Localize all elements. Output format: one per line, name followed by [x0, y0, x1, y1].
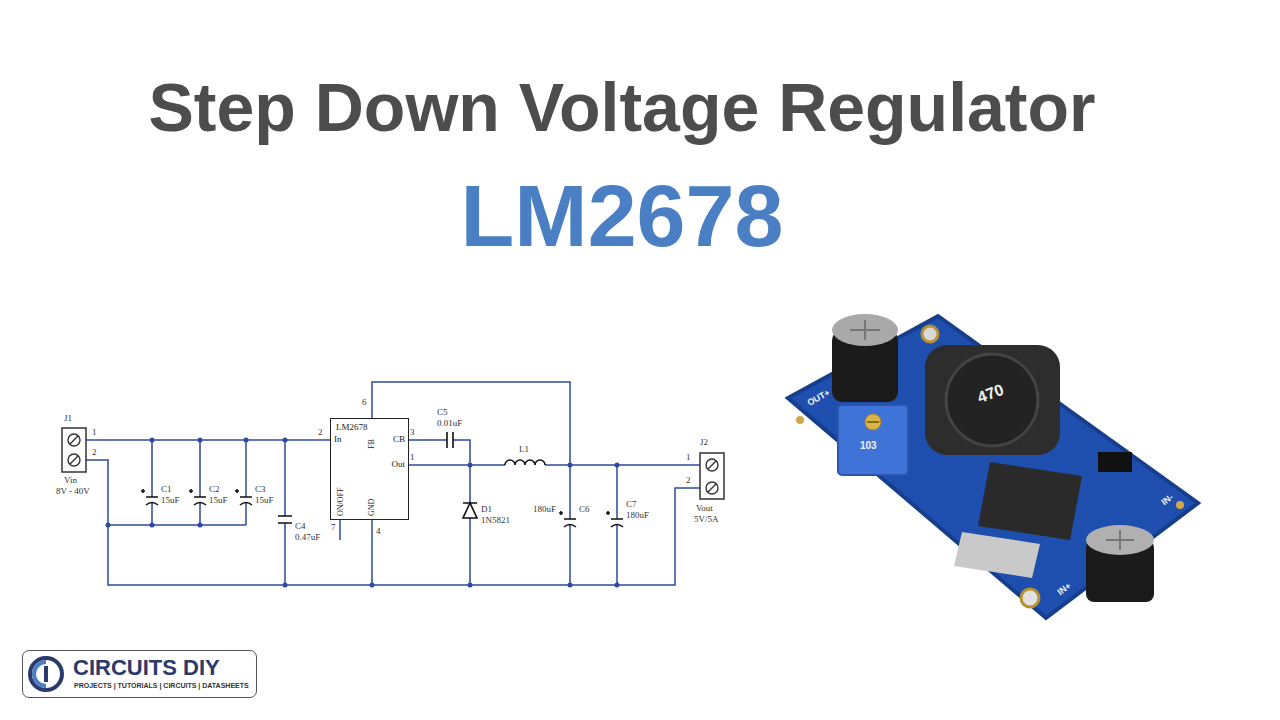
pin-name: GND [368, 499, 377, 516]
part-ref: C3 [255, 485, 266, 495]
voltage-range: 8V - 40V [56, 487, 90, 497]
part-ref: C4 [295, 522, 306, 532]
module-illustration [788, 314, 1198, 618]
pin-number: 6 [362, 398, 367, 408]
part-value: 180uF [533, 505, 556, 515]
pin-name: FB [368, 439, 377, 449]
wires [86, 382, 700, 585]
part-ref: C2 [209, 485, 220, 495]
page-title: Step Down Voltage Regulator [148, 70, 1095, 145]
part-value: 1N5821 [481, 516, 510, 526]
part-ref: L1 [519, 445, 529, 455]
output-rating: 5V/5A [694, 515, 719, 525]
part-value: 180uF [626, 511, 649, 521]
part-ref: C5 [437, 408, 448, 418]
part-value: 0.01uF [437, 419, 462, 429]
part-value: 15uF [209, 496, 228, 506]
pin-number: 1 [92, 428, 97, 438]
part-value: 15uF [161, 496, 180, 506]
ic-name: LM2678 [336, 423, 368, 433]
part-value: 0.47uF [295, 533, 320, 543]
pin-number: 3 [410, 428, 415, 438]
part-ref: D1 [481, 505, 492, 515]
logo-icon [30, 658, 62, 690]
part-ref: C6 [579, 505, 590, 515]
signal-name: Vout [696, 504, 713, 514]
pin-number: 1 [686, 453, 691, 463]
connector-ref: J1 [64, 414, 72, 424]
part-ref: C7 [626, 500, 637, 510]
pin-number: 2 [318, 428, 323, 438]
pin-number: 7 [331, 523, 336, 533]
part-value: 15uF [255, 496, 274, 506]
logo-badge: CIRCUITS DIY PROJECTS | TUTORIALS | CIRCU… [22, 650, 257, 698]
signal-name: Vin [64, 476, 77, 486]
pin-name: CB [393, 435, 405, 445]
pin-number: 1 [410, 453, 415, 463]
brand-name: CIRCUITS DIY [73, 656, 220, 680]
pin-number: 2 [686, 476, 691, 486]
pin-name: In [334, 435, 342, 445]
brand-tagline: PROJECTS | TUTORIALS | CIRCUITS | DATASH… [74, 682, 249, 690]
pin-name: Out [392, 460, 406, 470]
pot-marking: 103 [860, 440, 877, 451]
pin-number: 2 [92, 448, 97, 458]
part-ref: C1 [161, 485, 172, 495]
pin-number: 4 [376, 527, 381, 537]
ic-body: LM2678In FB CB OutGND ON/OFF [330, 418, 409, 520]
connector-ref: J2 [700, 438, 708, 448]
subtitle: LM2678 [461, 168, 784, 265]
pin-name: ON/OFF [337, 488, 346, 516]
